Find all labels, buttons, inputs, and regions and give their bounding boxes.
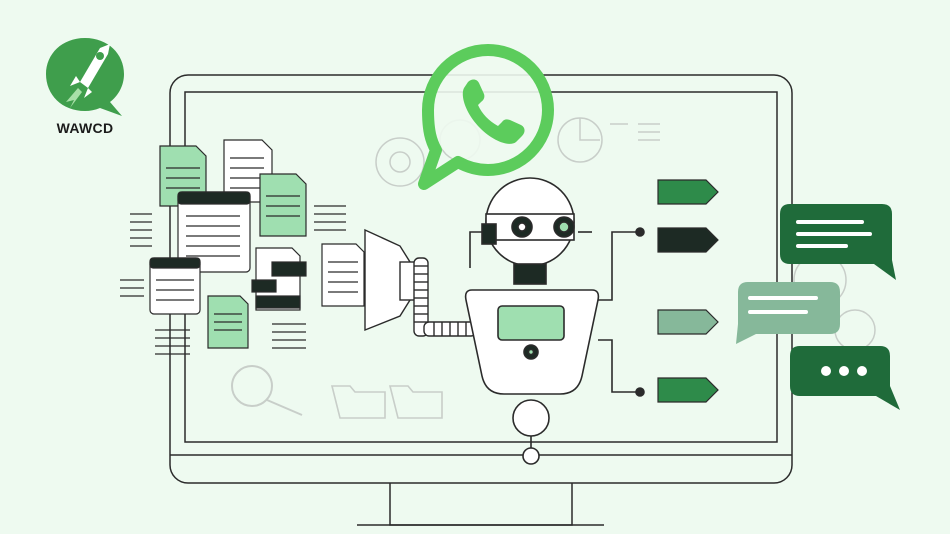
- brand-name: WAWCD: [56, 120, 114, 136]
- tags: [657, 179, 719, 403]
- chat-bubble-1: [780, 204, 896, 280]
- tag-3: [657, 309, 719, 335]
- chatbot-robot: [464, 177, 600, 465]
- connectors: [598, 227, 645, 397]
- chat-bubble-2: [736, 282, 840, 344]
- brand-logo[interactable]: WAWCD: [40, 30, 130, 140]
- folder-icon: [330, 385, 443, 419]
- documents: [149, 139, 365, 349]
- tag-1: [657, 179, 719, 205]
- whatsapp-icon: [418, 44, 554, 190]
- tag-4: [657, 377, 719, 403]
- tag-2: [657, 227, 719, 253]
- rocket-chat-bubble-icon: [46, 38, 124, 116]
- search-icon: [231, 365, 303, 416]
- chat-bubble-typing: [790, 346, 900, 410]
- hose: [413, 257, 477, 337]
- text-lines: [120, 205, 346, 355]
